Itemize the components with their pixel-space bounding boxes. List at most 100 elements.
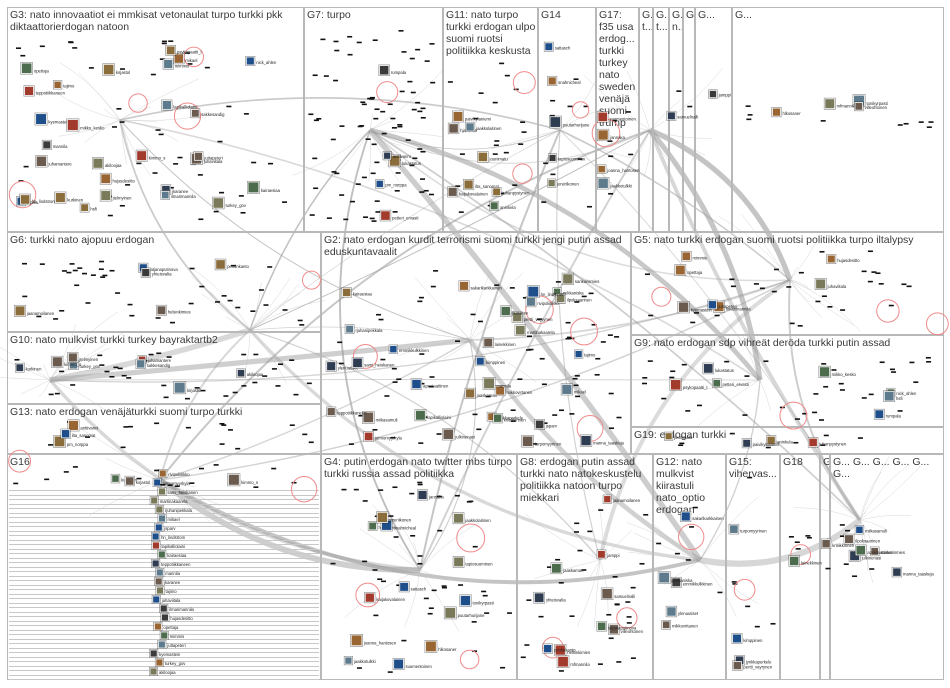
node-avatar[interactable]: hlkosaner [425, 640, 457, 653]
node-avatar[interactable]: mannila [42, 140, 68, 150]
node-avatar[interactable]: mikkovirtanen [661, 620, 698, 630]
node-avatar[interactable]: nick_ahlen [245, 56, 277, 66]
node-avatar[interactable]: lapikalliolaini [415, 409, 451, 421]
node-avatar[interactable]: sakarikarkkainen [459, 280, 503, 291]
node-avatar[interactable]: snahnicheal [547, 76, 580, 86]
node-avatar[interactable]: kirjastol [173, 381, 201, 394]
node-avatar[interactable]: jsparv [534, 419, 558, 430]
node-avatar[interactable]: turkey_gov [212, 197, 247, 209]
node-avatar[interactable]: pm_norppa [375, 179, 407, 188]
node-avatar[interactable]: suomentoinen [597, 111, 636, 122]
node-avatar[interactable]: jaakkotulkki [344, 656, 376, 665]
node-avatar[interactable]: juhaviitala [152, 595, 181, 604]
node-avatar[interactable]: mimmis [681, 251, 707, 262]
node-avatar[interactable]: sami_heiskanen [157, 487, 198, 496]
node-avatar[interactable]: mannila [155, 568, 180, 577]
node-avatar[interactable]: jkaranee [154, 577, 181, 586]
node-avatar[interactable]: akiloojaa [149, 667, 176, 676]
node-avatar[interactable]: rivipoliitikko [158, 469, 190, 478]
node-avatar[interactable]: suomentoinen [393, 658, 433, 670]
node-avatar[interactable]: martinakaarela [150, 496, 188, 505]
node-avatar[interactable]: jaaskaman [551, 562, 585, 574]
node-avatar[interactable]: jaanamoilanen [603, 495, 641, 504]
node-avatar[interactable]: kirjastol [102, 63, 130, 75]
node-avatar[interactable]: manna_taaskeja [580, 435, 625, 447]
node-avatar[interactable]: lukastatus [702, 363, 733, 375]
node-avatar[interactable]: juhaviitala [815, 278, 847, 290]
node-avatar[interactable]: paivikylaniemi [452, 111, 491, 123]
node-avatar[interactable]: tonikyrpasti [459, 594, 493, 606]
node-avatar[interactable]: kyemastein [35, 113, 71, 126]
node-avatar[interactable]: miikasamuli [855, 525, 887, 534]
node-avatar[interactable]: turkey_gov [155, 658, 186, 667]
node-avatar[interactable]: tajimo [155, 586, 177, 595]
node-avatar[interactable]: samuelnalli [601, 588, 635, 600]
node-avatar[interactable]: juhamantere [35, 155, 72, 167]
node-avatar[interactable]: jamppi [597, 550, 620, 560]
node-avatar[interactable]: juhanpystynen [808, 437, 847, 447]
node-avatar[interactable]: jkaranee [500, 305, 529, 316]
node-avatar[interactable]: rjuhanipekkala [345, 324, 383, 334]
node-avatar[interactable]: rumpala [379, 65, 407, 76]
node-avatar[interactable]: mikko_kesko [66, 119, 105, 132]
node-avatar[interactable]: pekkaniska [658, 571, 693, 584]
node-avatar[interactable]: kaijakovalainen [364, 592, 405, 603]
node-avatar[interactable]: hujasdesitto [160, 613, 193, 622]
node-avatar[interactable]: juttapeteri [157, 640, 185, 649]
node-avatar[interactable]: hn_lindstrom [527, 285, 565, 298]
node-avatar[interactable]: joanna_hantosen [350, 634, 397, 647]
node-avatar[interactable]: kairaesiaa [157, 550, 187, 559]
node-avatar[interactable]: jounimatu [477, 151, 508, 162]
node-avatar[interactable]: kyemastein [149, 649, 181, 658]
node-avatar[interactable]: mfmannila [557, 655, 591, 668]
node-avatar[interactable]: tapiosuominen [548, 153, 586, 162]
node-avatar[interactable]: jaakkolaitinen [465, 122, 502, 132]
node-avatar[interactable]: yhteisvalta [533, 592, 566, 604]
node-avatar[interactable]: juttapeteri [193, 151, 223, 161]
node-avatar[interactable]: kurkinen [15, 363, 42, 373]
node-avatar[interactable]: opettaja [674, 264, 702, 276]
node-avatar[interactable]: akiloojaa [92, 157, 122, 169]
node-avatar[interactable]: mfmannila [824, 98, 857, 110]
node-avatar[interactable]: lainekkinen [483, 337, 516, 348]
node-avatar[interactable]: kairaesiaa [342, 287, 373, 297]
node-avatar[interactable]: puutarhurijane [444, 607, 485, 620]
node-avatar[interactable]: opettaja [20, 62, 49, 74]
node-avatar[interactable]: sattasch [544, 42, 571, 52]
node-avatar[interactable]: jounimatu [664, 432, 693, 441]
node-avatar[interactable]: jaakkolaitinen [453, 512, 492, 524]
node-avatar[interactable]: sakarikarkkainen [680, 511, 724, 522]
node-avatar[interactable]: apostaattinen [855, 545, 893, 556]
node-avatar[interactable]: hujasdesitto [826, 254, 860, 264]
node-avatar[interactable]: joanna_hantosen [597, 164, 640, 173]
node-avatar[interactable]: lapikalliolaini [151, 541, 185, 550]
node-avatar[interactable]: jaakkotulkki [597, 177, 632, 189]
node-avatar[interactable]: jtelmyinen [100, 190, 132, 202]
node-avatar[interactable]: turpomyyrinen [729, 524, 768, 534]
node-avatar[interactable]: mimmis [160, 631, 184, 640]
node-avatar[interactable]: miikasamuli [362, 411, 398, 424]
node-avatar[interactable]: kimppinen [732, 633, 764, 644]
node-avatar[interactable]: kirjastol [125, 476, 151, 486]
node-avatar[interactable]: petteri_ervasti [380, 210, 419, 221]
node-avatar[interactable]: mannila [483, 377, 512, 390]
node-avatar[interactable]: opettaja [153, 622, 179, 631]
node-avatar[interactable]: kimmo_s [227, 473, 258, 486]
node-avatar[interactable]: mikael [561, 383, 586, 395]
node-avatar[interactable]: sami_heiskanen [352, 357, 395, 369]
node-avatar[interactable]: jarmomyyrkyla [363, 431, 402, 442]
node-avatar[interactable]: tapiosuominen [453, 556, 494, 568]
node-avatar[interactable]: teppotiikkaneen [326, 407, 367, 417]
node-avatar[interactable]: manna_taaskeja [892, 567, 935, 577]
node-avatar[interactable]: petteri_ervasti [712, 378, 749, 388]
node-avatar[interactable]: turpomyyrinen [521, 435, 562, 447]
node-avatar[interactable]: juhanpystynen [492, 187, 530, 197]
node-avatar[interactable]: emmikkulkkinen [389, 345, 430, 354]
node-avatar[interactable]: jereriikonen [376, 511, 412, 523]
node-avatar[interactable]: psykopaatti_t [165, 45, 202, 56]
node-avatar[interactable]: jereriikonen [547, 179, 579, 188]
node-avatar[interactable]: jtelmyinen [67, 352, 98, 363]
node-avatar[interactable]: hn_lindstrom [19, 194, 56, 205]
node-avatar[interactable]: psykopaatti_t [670, 379, 709, 391]
node-avatar[interactable]: samuelnalli [667, 111, 699, 121]
